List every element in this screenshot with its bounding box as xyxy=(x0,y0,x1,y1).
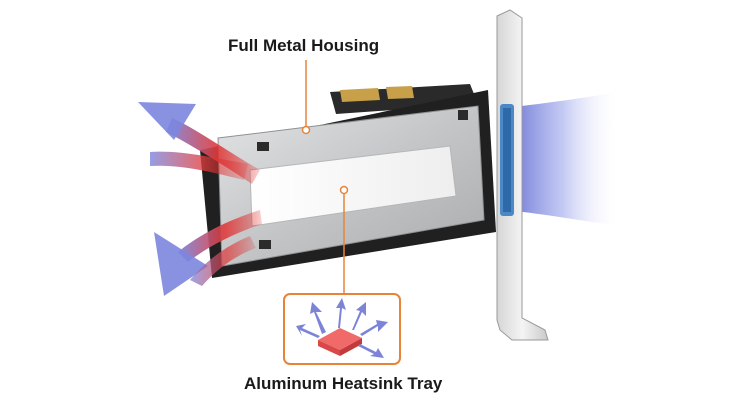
pcie-bracket xyxy=(496,9,549,341)
heatsink-label: Aluminum Heatsink Tray xyxy=(244,374,443,393)
hot-air-lower xyxy=(154,210,262,296)
cool-air-inflow xyxy=(505,92,620,226)
screw-slot xyxy=(458,110,468,120)
screw-slot xyxy=(257,142,269,151)
heatsink-window xyxy=(249,145,457,227)
hot-air-upper xyxy=(138,102,260,184)
housing-label: Full Metal Housing xyxy=(228,36,380,55)
screw-slot xyxy=(259,240,271,249)
heatsink-icon xyxy=(296,298,388,358)
housing-callout xyxy=(301,60,311,135)
